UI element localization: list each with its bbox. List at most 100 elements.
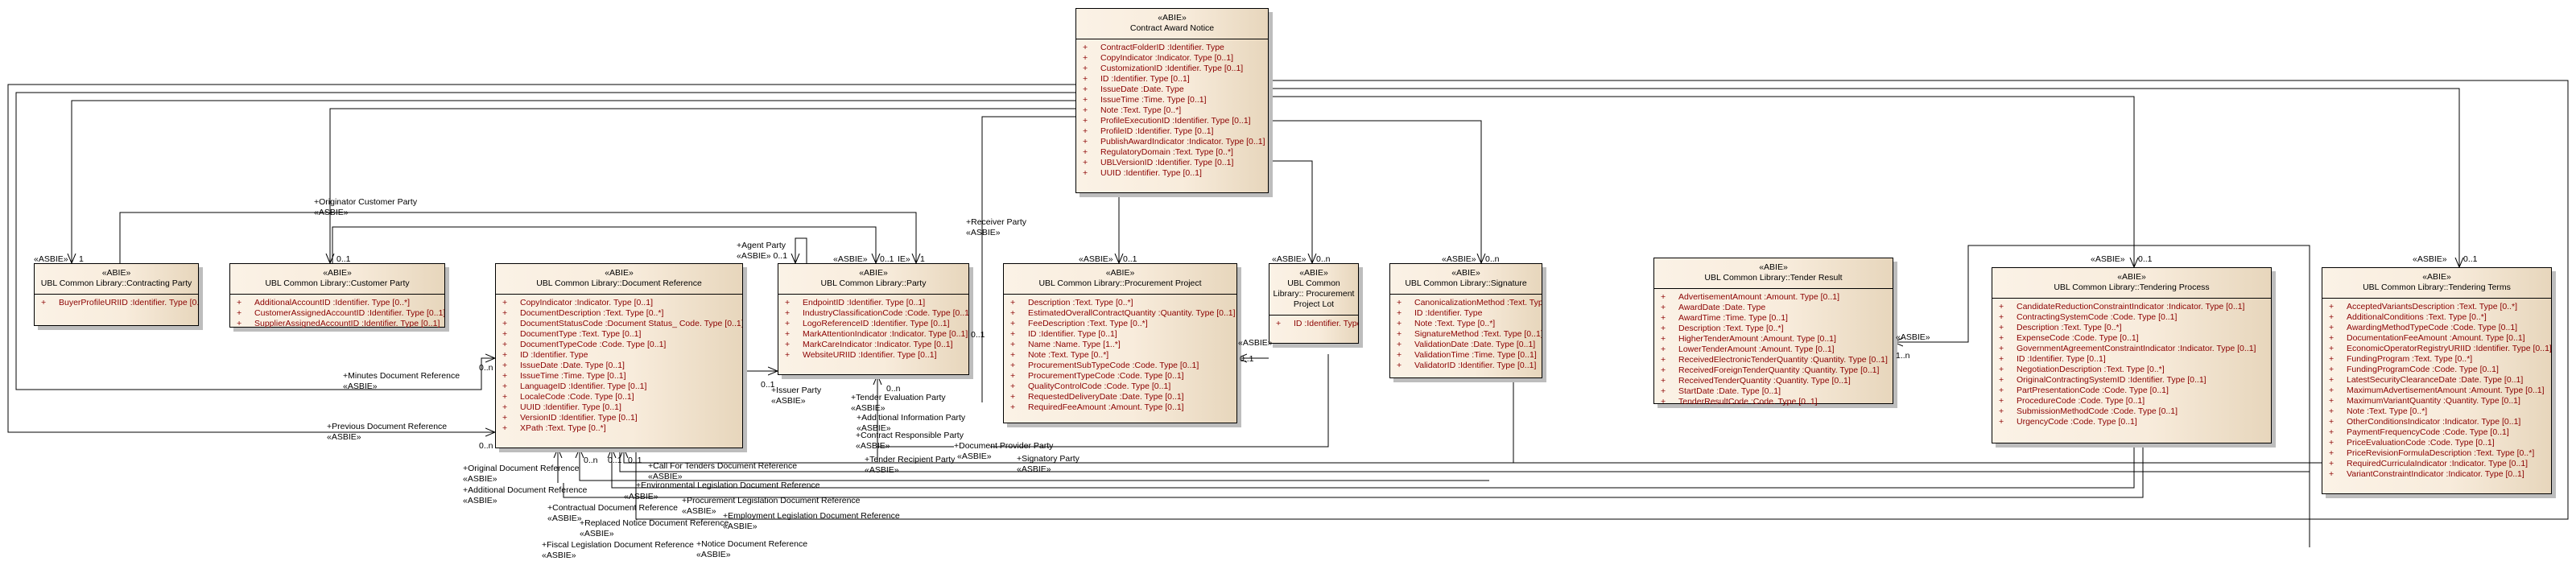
attribute-row: +DocumentTypeCode :Code. Type [0..1]	[502, 340, 742, 350]
stereotype-label: «ASBIE»	[957, 452, 992, 461]
class-party[interactable]: «ABIE»UBL Common Library::Party+Endpoint…	[778, 263, 969, 375]
attribute-text: Name :Name. Type [1..*]	[1028, 340, 1121, 349]
attribute-row: +PaymentFrequencyCode :Code. Type [0..1]	[2329, 427, 2551, 438]
class-tender-result[interactable]: «ABIE»UBL Common Library::Tender Result+…	[1653, 258, 1893, 406]
visibility-public-marker: +	[502, 371, 508, 381]
visibility-public-marker: +	[1999, 344, 2004, 353]
attribute-row: +VariantConstraintIndicator :Indicator. …	[2329, 469, 2551, 480]
assoc-signature	[1268, 120, 1481, 263]
stereotype-label: «ASBIE» 0..1	[737, 251, 788, 261]
attribute-row: +ID :Identifier. Type	[502, 350, 742, 361]
role-label: +Call For Tenders Document Reference	[648, 461, 798, 471]
class-procurement-project-lot[interactable]: «ABIE»UBL Common Library:: Procurement P…	[1269, 263, 1359, 344]
role-label: +Receiver Party	[966, 217, 1026, 227]
attribute-text: ReceivedElectronicTenderQuantity :Quanti…	[1678, 355, 1888, 365]
attribute-row: +ProfileExecutionID :Identifier. Type [0…	[1083, 116, 1268, 126]
multiplicity-label: 0..1	[336, 254, 351, 264]
visibility-public-marker: +	[502, 298, 508, 307]
attribute-row: +Description :Text. Type [0..*]	[1010, 298, 1236, 308]
attribute-row: +LogoReferenceID :Identifier. Type [0..1…	[785, 319, 968, 329]
stereotype-label: «ASBIE»	[1238, 338, 1273, 348]
assoc-tendering-terms-left	[624, 448, 2322, 464]
class-attributes: +EndpointID :Identifier. Type [0..1]+Ind…	[778, 295, 968, 361]
visibility-public-marker: +	[2329, 375, 2334, 385]
stereotype-label: «ASBIE»	[463, 474, 497, 484]
class-signature[interactable]: «ABIE»UBL Common Library::Signature+Cano…	[1389, 263, 1542, 378]
attribute-text: CopyIndicator :Indicator. Type [0..1]	[520, 298, 653, 307]
class-attributes: +ID :Identifier. Type	[1269, 316, 1358, 329]
attribute-text: VariantConstraintIndicator :Indicator. T…	[2347, 469, 2524, 479]
attribute-text: LowerTenderAmount :Amount. Type [0..1]	[1678, 344, 1835, 354]
visibility-public-marker: +	[1661, 344, 1666, 354]
attribute-text: ContractingSystemCode :Code. Type [0..1]	[2017, 312, 2178, 322]
class-contracting-party[interactable]: «ABIE»UBL Common Library::Contracting Pa…	[34, 263, 199, 326]
stereotype-label: «ASBIE»	[624, 492, 658, 501]
attribute-row: +PublishAwardIndicator :Indicator. Type …	[1083, 137, 1268, 147]
stereotype-label: «ASBIE»	[327, 432, 361, 442]
stereotype-label: «ASBIE»	[856, 441, 890, 451]
attribute-text: OriginalContractingSystemID :Identifier.…	[2017, 375, 2207, 385]
attribute-row: +ProcurementTypeCode :Code. Type [0..1]	[1010, 371, 1236, 382]
assoc-originator-customer-party	[119, 212, 916, 263]
attribute-row: +UUID :Identifier. Type [0..1]	[502, 402, 742, 413]
visibility-public-marker: +	[502, 350, 508, 360]
visibility-public-marker: +	[1999, 396, 2004, 406]
stereotype-label: «ASBIE»	[723, 522, 758, 531]
class-name: UBL Common Library::Tendering Process	[2054, 283, 2210, 292]
attribute-row: + CopyIndicator :Indicator. Type [0..1]	[502, 298, 742, 308]
attribute-row: +AcceptedVariantsDescription :Text. Type…	[2329, 302, 2551, 312]
attribute-text: Description :Text. Type [0..*]	[2017, 323, 2122, 332]
attribute-text: AwardingMethodTypeCode :Code. Type [0..1…	[2347, 323, 2518, 332]
role-label: +Replaced Notice Document Reference	[580, 518, 729, 528]
visibility-public-marker: +	[1083, 116, 1088, 126]
class-procurement-project[interactable]: «ABIE»UBL Common Library::Procurement Pr…	[1003, 263, 1237, 423]
visibility-public-marker: +	[1083, 85, 1088, 94]
class-customer-party[interactable]: «ABIE»UBL Common Library::Customer Party…	[229, 263, 445, 328]
visibility-public-marker: +	[502, 413, 508, 423]
class-attributes: + CopyIndicator :Indicator. Type [0..1] +D…	[496, 295, 742, 434]
attribute-text: ReceivedForeignTenderQuantity :Quantity.…	[1678, 365, 1880, 375]
visibility-public-marker: +	[1661, 324, 1666, 333]
attribute-row: +LanguageID :Identifier. Type [0..1]	[502, 382, 742, 392]
visibility-public-marker: +	[2329, 417, 2334, 427]
attribute-text: RequiredFeeAmount :Amount. Type [0..1]	[1028, 402, 1184, 412]
attribute-text: ProcurementSubTypeCode :Code. Type [0..1…	[1028, 361, 1199, 370]
class-header: «ABIE»UBL Common Library:: Procurement P…	[1269, 264, 1358, 316]
class-document-reference[interactable]: «ABIE»UBL Common Library::Document Refer…	[495, 263, 743, 448]
visibility-public-marker: +	[502, 402, 508, 412]
attribute-row: +XPath :Text. Type [0..*]	[502, 423, 742, 434]
attribute-text: NegotiationDescription :Text. Type [0..*…	[2017, 365, 2165, 374]
visibility-public-marker: +	[1999, 365, 2004, 374]
visibility-public-marker: +	[1083, 74, 1088, 84]
attribute-text: WebsiteURIID :Identifier. Type [0..1]	[803, 350, 937, 360]
attribute-row: +SupplierAssignedAccountID :Identifier. …	[237, 319, 444, 329]
assoc-environmental-legislation	[580, 448, 1489, 481]
visibility-public-marker: +	[1661, 303, 1666, 312]
attribute-row: +CandidateReductionConstraintIndicator :…	[1999, 302, 2271, 312]
attribute-text: LatestSecurityClearanceDate :Date. Type …	[2347, 375, 2524, 385]
attribute-row: +RequiredFeeAmount :Amount. Type [0..1]	[1010, 402, 1236, 413]
class-stereotype: «ABIE»	[2117, 272, 2146, 282]
role-label: +Issuer Party	[771, 386, 822, 395]
class-name: UBL Common Library::Party	[820, 278, 927, 288]
attribute-text: RequiredCurriculaIndicator :Indicator. T…	[2347, 459, 2529, 468]
visibility-public-marker: +	[2329, 448, 2334, 458]
class-tendering-process[interactable]: «ABIE»UBL Common Library::Tendering Proc…	[1992, 267, 2272, 443]
assoc-procurement-project-lot	[1268, 160, 1312, 263]
attribute-text: DocumentationFeeAmount :Amount. Type [0.…	[2347, 333, 2525, 343]
attribute-row: +UrgencyCode :Code. Type [0..1]	[1999, 417, 2271, 427]
class-contract-award-notice[interactable]: «ABIE»Contract Award Notice+ContractFold…	[1075, 8, 1269, 193]
visibility-public-marker: +	[2329, 386, 2334, 395]
assoc-minutes-document-reference	[15, 92, 1075, 390]
visibility-public-marker: +	[1999, 386, 2004, 395]
visibility-public-marker: +	[502, 308, 508, 318]
multiplicity-label: 0..n	[479, 441, 493, 451]
visibility-public-marker: +	[1397, 340, 1402, 349]
attribute-text: AwardDate :Date. Type	[1678, 303, 1766, 312]
visibility-public-marker: +	[785, 340, 791, 349]
attribute-row: +RegulatoryDomain :Text. Type [0..*]	[1083, 147, 1268, 158]
visibility-public-marker: +	[502, 382, 508, 391]
class-header: «ABIE»UBL Common Library::Procurement Pr…	[1004, 264, 1236, 295]
attribute-text: PriceEvaluationCode :Code. Type [0..1]	[2347, 438, 2495, 448]
class-tendering-terms[interactable]: «ABIE»UBL Common Library::Tendering Term…	[2322, 267, 2552, 494]
